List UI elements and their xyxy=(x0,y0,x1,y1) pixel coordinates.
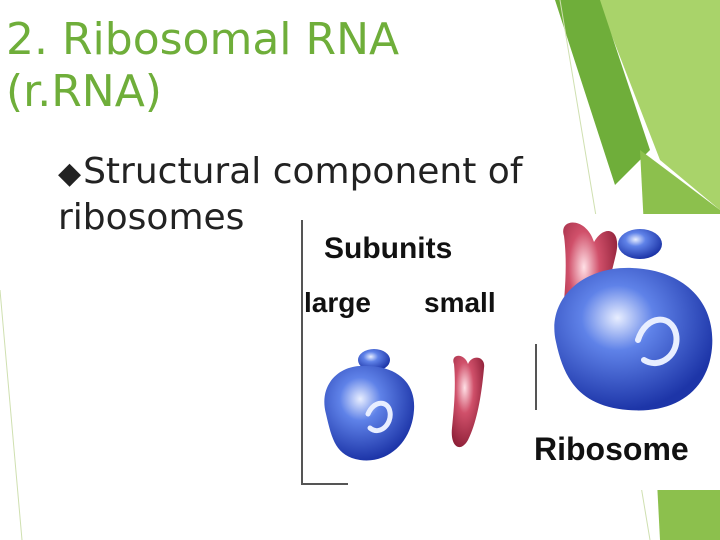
accent-line-left xyxy=(0,289,23,540)
ribosome-label: Ribosome xyxy=(534,431,689,467)
ribosome-figure: Subunits large small Ribosome xyxy=(288,214,720,490)
small-label: small xyxy=(424,287,496,318)
ribosome-icon xyxy=(554,222,713,411)
bullet-text: Structural component of ribosomes xyxy=(58,151,523,238)
figure-bracket-left xyxy=(301,220,348,485)
large-label: large xyxy=(304,287,371,318)
small-subunit-icon xyxy=(451,355,485,448)
bullet-item: ◆Structural component of ribosomes xyxy=(58,150,578,240)
slide-title: 2. Ribosomal RNA (r.RNA) xyxy=(6,14,400,117)
accent-light-green xyxy=(598,0,720,210)
subunits-heading: Subunits xyxy=(324,232,452,265)
accent-dark-green xyxy=(555,0,650,185)
diamond-bullet-icon: ◆ xyxy=(58,156,82,191)
large-subunit-icon xyxy=(324,349,415,461)
